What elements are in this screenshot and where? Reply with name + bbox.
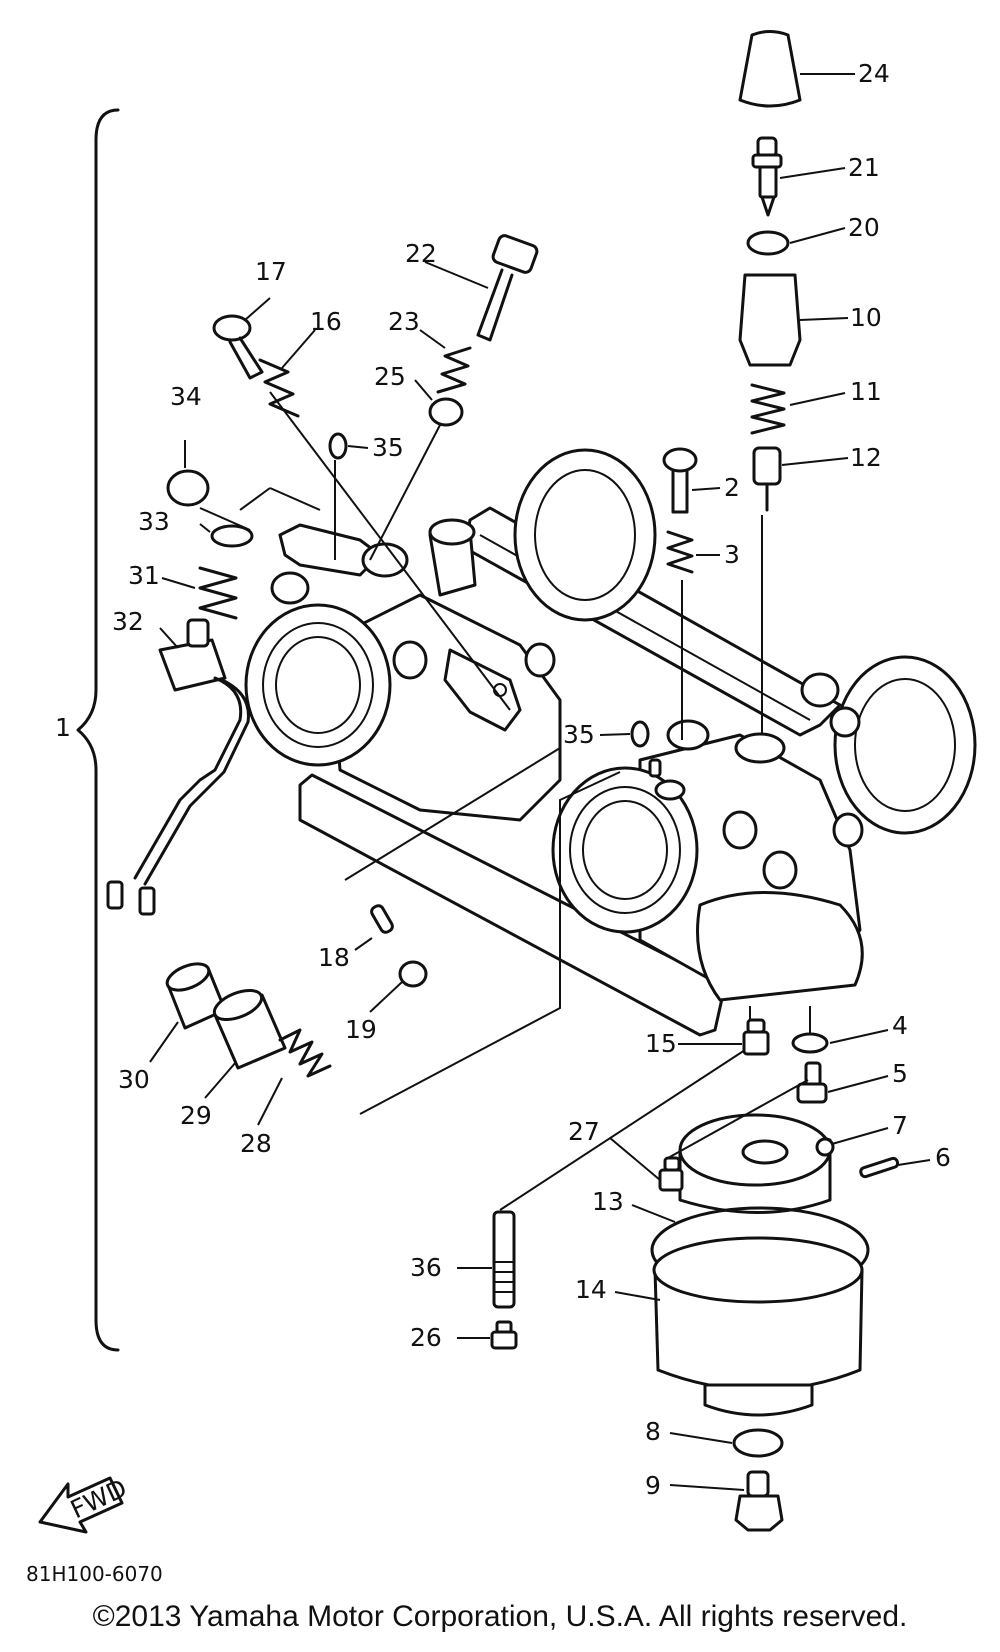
part-26-main-jet [490, 1320, 518, 1350]
callout-24: 24 [858, 59, 890, 88]
callout-26: 26 [410, 1323, 442, 1352]
callout-23: 23 [388, 307, 420, 336]
callout-15: 15 [645, 1029, 677, 1058]
callout-18: 18 [318, 943, 350, 972]
part-36-emulsion-tube [492, 1210, 516, 1309]
part-20-washer [746, 230, 790, 256]
part-17-screw [212, 314, 264, 380]
callout-4: 4 [892, 1011, 908, 1040]
callout-3: 3 [724, 540, 740, 569]
part-22-adjust-screw [476, 234, 539, 342]
callout-labels: 24 21 20 10 11 12 2 3 17 16 22 23 25 35 … [55, 59, 951, 1500]
fwd-arrow-icon: FWD [38, 1473, 131, 1534]
callout-22: 22 [405, 239, 437, 268]
callout-2: 2 [724, 473, 740, 502]
copyright-notice: ©2013 Yamaha Motor Corporation, U.S.A. A… [92, 1600, 908, 1633]
part-25-washer [428, 397, 464, 427]
callout-31: 31 [128, 561, 160, 590]
part-4-washer [791, 1032, 829, 1054]
callout-7: 7 [892, 1111, 908, 1140]
callout-1: 1 [55, 713, 71, 742]
fwd-label: FWD [66, 1473, 131, 1524]
part-14-float-bowl [652, 1236, 864, 1417]
callout-32: 32 [112, 607, 144, 636]
callout-5: 5 [892, 1059, 908, 1088]
part-6-pin [859, 1156, 900, 1179]
callout-34: 34 [170, 382, 202, 411]
callout-28: 28 [240, 1129, 272, 1158]
part-12-plunger [752, 446, 782, 512]
part-35-oring-middle [630, 720, 650, 748]
callout-35-top: 35 [372, 433, 404, 462]
part-30-cylinder [165, 962, 227, 1030]
part-10-nut [738, 273, 802, 367]
callout-25: 25 [374, 362, 406, 391]
callout-29: 29 [180, 1101, 212, 1130]
part-27-jet [658, 1156, 684, 1192]
callout-33: 33 [138, 507, 170, 536]
part-3-spring [666, 530, 694, 574]
callout-14: 14 [575, 1275, 607, 1304]
part-8-washer [732, 1428, 784, 1458]
part-21-valve [751, 136, 783, 217]
diagram-code: 81H100-6070 [26, 1562, 163, 1586]
callout-30: 30 [118, 1065, 150, 1094]
carburetor-body [244, 448, 977, 1037]
leader-lines [149, 73, 931, 1491]
callout-8: 8 [645, 1417, 661, 1446]
callout-12: 12 [850, 443, 882, 472]
callout-10: 10 [850, 303, 882, 332]
callout-36: 36 [410, 1253, 442, 1282]
callout-6: 6 [935, 1143, 951, 1172]
callout-21: 21 [848, 153, 880, 182]
part-32-starter-plunger [106, 618, 250, 916]
part-15-jet [742, 1018, 770, 1056]
part-33-washer [210, 524, 254, 548]
part-29-cylinder [212, 988, 287, 1070]
callout-9: 9 [645, 1471, 661, 1500]
callout-11: 11 [850, 377, 882, 406]
part-2-screw [662, 447, 698, 514]
callout-17: 17 [255, 257, 287, 286]
part-7-float [678, 1113, 835, 1214]
part-9-drain-bolt [734, 1470, 784, 1532]
assembly-bracket [76, 108, 120, 1352]
part-31-spring [198, 566, 238, 620]
part-34-cap [166, 469, 210, 507]
callout-20: 20 [848, 213, 880, 242]
callout-13: 13 [592, 1187, 624, 1216]
part-18-pin [370, 904, 394, 934]
part-24-cap [738, 30, 802, 108]
part-23-spring [436, 346, 472, 394]
part-11-spring [750, 383, 786, 435]
part-19-nut [398, 960, 428, 988]
callout-16: 16 [310, 307, 342, 336]
part-28-spring [278, 1028, 332, 1078]
callout-27: 27 [568, 1117, 600, 1146]
part-5-bolt [796, 1061, 828, 1104]
callout-19: 19 [345, 1015, 377, 1044]
part-16-spring [258, 358, 300, 418]
part-35-oring-top [328, 432, 348, 460]
callout-35-middle: 35 [563, 720, 595, 749]
